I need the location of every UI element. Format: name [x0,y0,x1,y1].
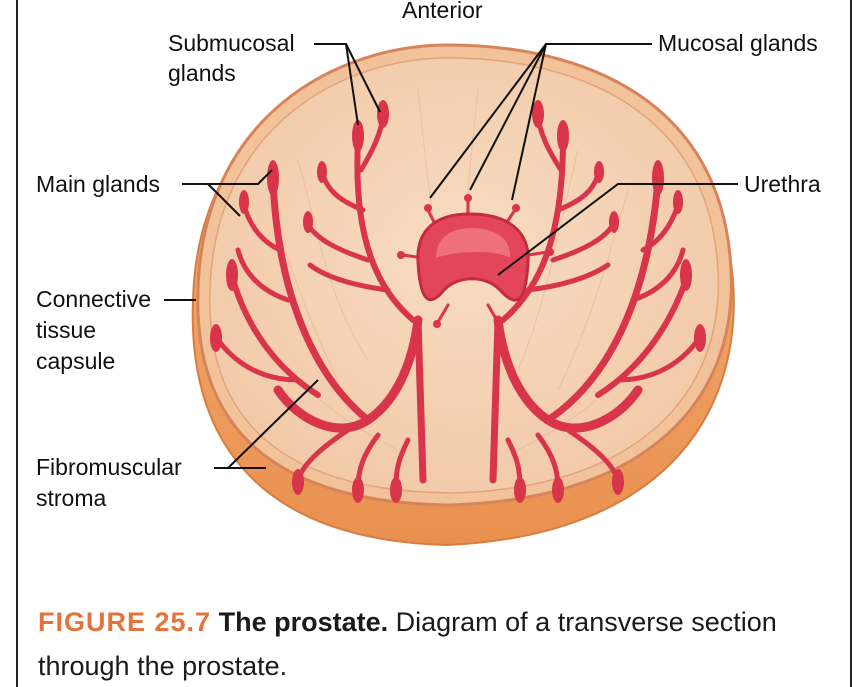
label-capsule-2: tissue [36,317,96,343]
label-urethra: Urethra [744,171,821,197]
figure-title: The prostate. [219,607,389,637]
label-capsule-1: Connective [36,286,151,312]
label-submucosal-glands-1: Submucosal [168,30,295,56]
prostate-diagram: Anterior Submucosal glands Mucosal gland… [18,0,852,600]
label-capsule-3: capsule [36,348,115,374]
label-stroma-2: stroma [36,485,107,511]
figure-number: FIGURE 25.7 [38,607,211,637]
figure-frame: Anterior Submucosal glands Mucosal gland… [16,0,852,687]
label-mucosal-glands: Mucosal glands [658,30,818,56]
label-submucosal-glands-2: glands [168,60,236,86]
label-main-glands: Main glands [36,171,160,197]
label-anterior: Anterior [402,0,483,23]
label-stroma-1: Fibromuscular [36,454,182,480]
figure-caption: FIGURE 25.7 The prostate. Diagram of a t… [38,600,838,687]
